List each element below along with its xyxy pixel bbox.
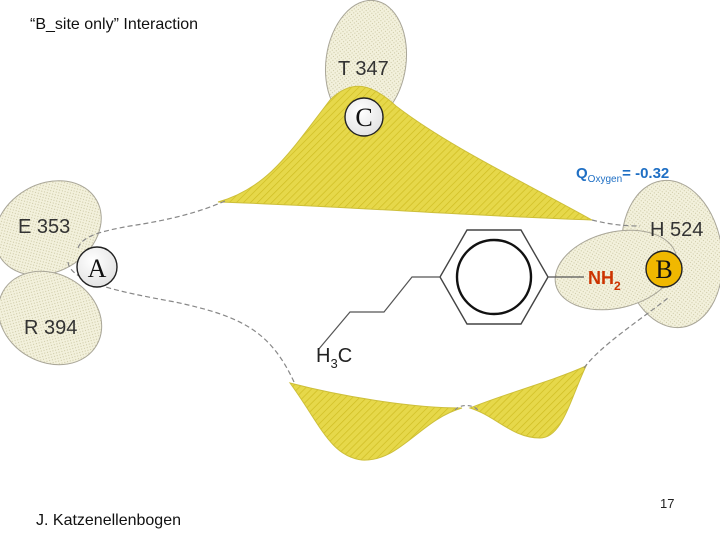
amine-base: NH — [588, 268, 614, 288]
alkyl-chain — [317, 276, 440, 351]
upper-cavity-region — [217, 85, 593, 221]
slide-title: “B_site only” Interaction — [30, 16, 199, 33]
site-marker-b: B — [645, 250, 683, 288]
site-marker-a: A — [76, 246, 118, 288]
page-number: 17 — [660, 496, 675, 511]
methyl-subscript: 3 — [330, 356, 337, 371]
site-marker-c: C — [344, 97, 384, 137]
charge-subscript: Oxygen — [588, 174, 622, 185]
lower-cavity-region-right — [468, 364, 588, 439]
methyl-h: H — [316, 345, 330, 367]
amine-group: NH2 — [588, 268, 621, 293]
residue-label-r394: R 394 — [24, 317, 77, 339]
amine-subscript: 2 — [614, 279, 621, 293]
charge-value: = -0.32 — [622, 165, 669, 182]
pocket-outline-right-top — [591, 219, 641, 227]
residue-lobe-r394 — [0, 270, 103, 366]
pocket-outline-lower-middle — [454, 404, 479, 411]
methyl-group: H3C — [316, 345, 352, 371]
pocket-outline-top — [77, 200, 226, 249]
residue-lobe-e353 — [0, 180, 102, 276]
oxygen-charge-label: QOxygen= -0.32 — [576, 165, 669, 185]
charge-q: Q — [576, 165, 588, 182]
residue-label-h524: H 524 — [650, 219, 703, 241]
pocket-outline-right-bottom — [583, 297, 669, 369]
author-credit: J. Katzenellenbogen — [36, 512, 181, 529]
methyl-c: C — [338, 345, 352, 367]
site-letter-c: C — [355, 103, 372, 132]
residue-label-t347: T 347 — [338, 58, 389, 80]
pocket-outline-bottom — [67, 261, 295, 383]
residue-label-e353: E 353 — [18, 216, 70, 238]
site-letter-b: B — [655, 255, 672, 284]
lower-cavity-region-left — [288, 382, 463, 461]
aromatic-circle — [455, 238, 533, 316]
site-letter-a: A — [88, 254, 107, 283]
